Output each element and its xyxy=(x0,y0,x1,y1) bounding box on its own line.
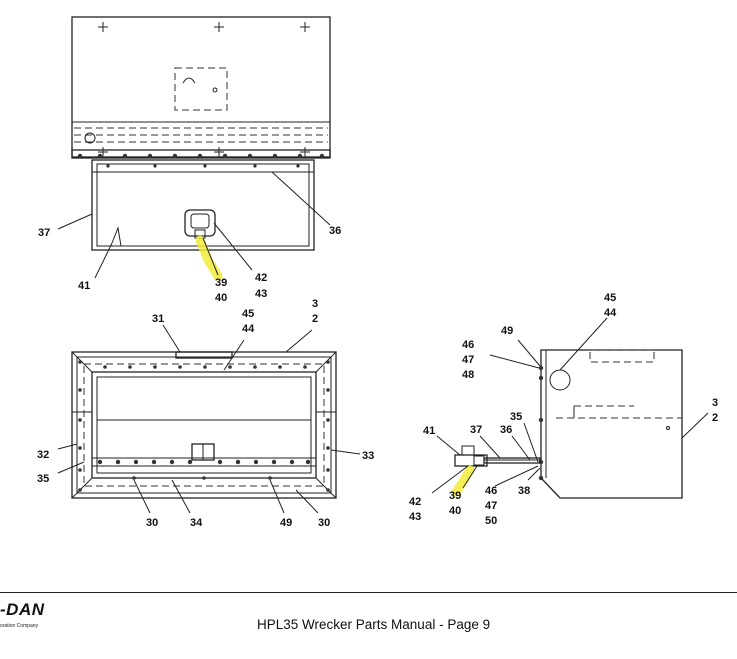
callout-41-side: 41 xyxy=(423,425,435,437)
callout-43-side: 43 xyxy=(409,511,421,523)
brand-logo: -DAN xyxy=(0,600,45,619)
callout-50-side: 50 xyxy=(485,515,497,527)
callout-47-side-lower: 47 xyxy=(485,500,497,512)
callout-42-side: 42 xyxy=(409,496,421,508)
page-footer-title: HPL35 Wrecker Parts Manual - Page 9 xyxy=(257,617,491,632)
footer-divider xyxy=(0,592,737,593)
top-view: 37 36 41 42 43 39 40 xyxy=(38,16,341,304)
callout-3-side: 3 xyxy=(712,397,718,409)
callout-32-front: 32 xyxy=(37,449,49,461)
callout-37-side: 37 xyxy=(470,424,482,436)
callout-34-front: 34 xyxy=(190,517,203,529)
callout-36-top: 36 xyxy=(329,225,341,237)
side-view: 45 44 49 46 47 48 3 2 41 37 36 35 42 43 … xyxy=(409,292,718,527)
callout-2-side: 2 xyxy=(712,412,718,424)
callout-46-side-lower: 46 xyxy=(485,485,497,497)
callout-38-side: 38 xyxy=(518,485,530,497)
callout-42-top: 42 xyxy=(255,272,267,284)
callout-30-front-right: 30 xyxy=(318,517,330,529)
callout-39-side: 39 xyxy=(449,490,461,502)
callout-40-top: 40 xyxy=(215,292,227,304)
callout-2-front: 2 xyxy=(312,313,318,325)
callout-49-front: 49 xyxy=(280,517,292,529)
callout-31-front: 31 xyxy=(152,313,164,325)
callout-37-top: 37 xyxy=(38,227,50,239)
callout-49-side: 49 xyxy=(501,325,513,337)
callout-45-side: 45 xyxy=(604,292,616,304)
callout-43-top: 43 xyxy=(255,288,267,300)
callout-35-front: 35 xyxy=(37,473,49,485)
callout-44-front: 44 xyxy=(242,323,255,335)
callout-36-side: 36 xyxy=(500,424,512,436)
callout-47-side: 47 xyxy=(462,354,474,366)
callout-33-front: 33 xyxy=(362,450,374,462)
callout-40-side: 40 xyxy=(449,505,461,517)
callout-35-side: 35 xyxy=(510,411,522,423)
brand-tagline: oration Company xyxy=(0,623,39,629)
callout-46-side: 46 xyxy=(462,339,474,351)
callout-30-front-left: 30 xyxy=(146,517,158,529)
callout-45-front: 45 xyxy=(242,308,254,320)
callout-3-front: 3 xyxy=(312,298,318,310)
callout-41-top: 41 xyxy=(78,280,90,292)
callout-48-side: 48 xyxy=(462,369,474,381)
front-view: 31 45 44 3 2 32 35 33 30 34 49 30 xyxy=(37,298,374,529)
callout-44-side: 44 xyxy=(604,307,617,319)
callout-39-top: 39 xyxy=(215,277,227,289)
